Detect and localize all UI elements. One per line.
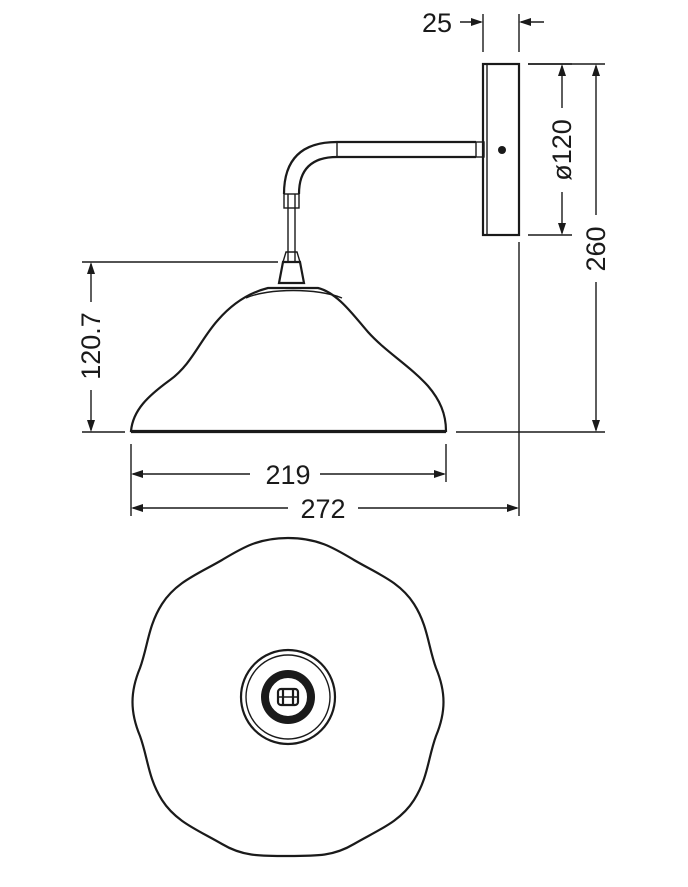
dim-total-height: 260 [456, 63, 611, 433]
lamp-arm [282, 140, 485, 209]
side-view: 25 ø120 260 [76, 8, 611, 524]
lamp-shade [129, 286, 448, 434]
dim-label-total-height: 260 [581, 226, 611, 271]
dim-label-shade-height: 120.7 [76, 312, 106, 380]
lamp-stem [277, 208, 306, 285]
dim-total-width: 272 [130, 242, 520, 524]
dim-plate-diameter: ø120 [528, 63, 577, 236]
canopy-outer-ring [239, 648, 337, 746]
socket-icon [276, 687, 300, 707]
shade-outline-top [131, 536, 445, 858]
dim-shade-height: 120.7 [76, 261, 278, 433]
dim-label-total-width: 272 [300, 494, 345, 524]
dim-shade-width: 219 [130, 444, 447, 490]
dim-mount-depth: 25 [422, 8, 544, 52]
wall-plate [481, 62, 521, 237]
dim-label-plate-diameter: ø120 [547, 119, 577, 181]
dim-label-mount-depth: 25 [422, 8, 452, 38]
top-view [131, 536, 445, 858]
plate-screw [498, 146, 506, 154]
dim-label-shade-width: 219 [265, 460, 310, 490]
